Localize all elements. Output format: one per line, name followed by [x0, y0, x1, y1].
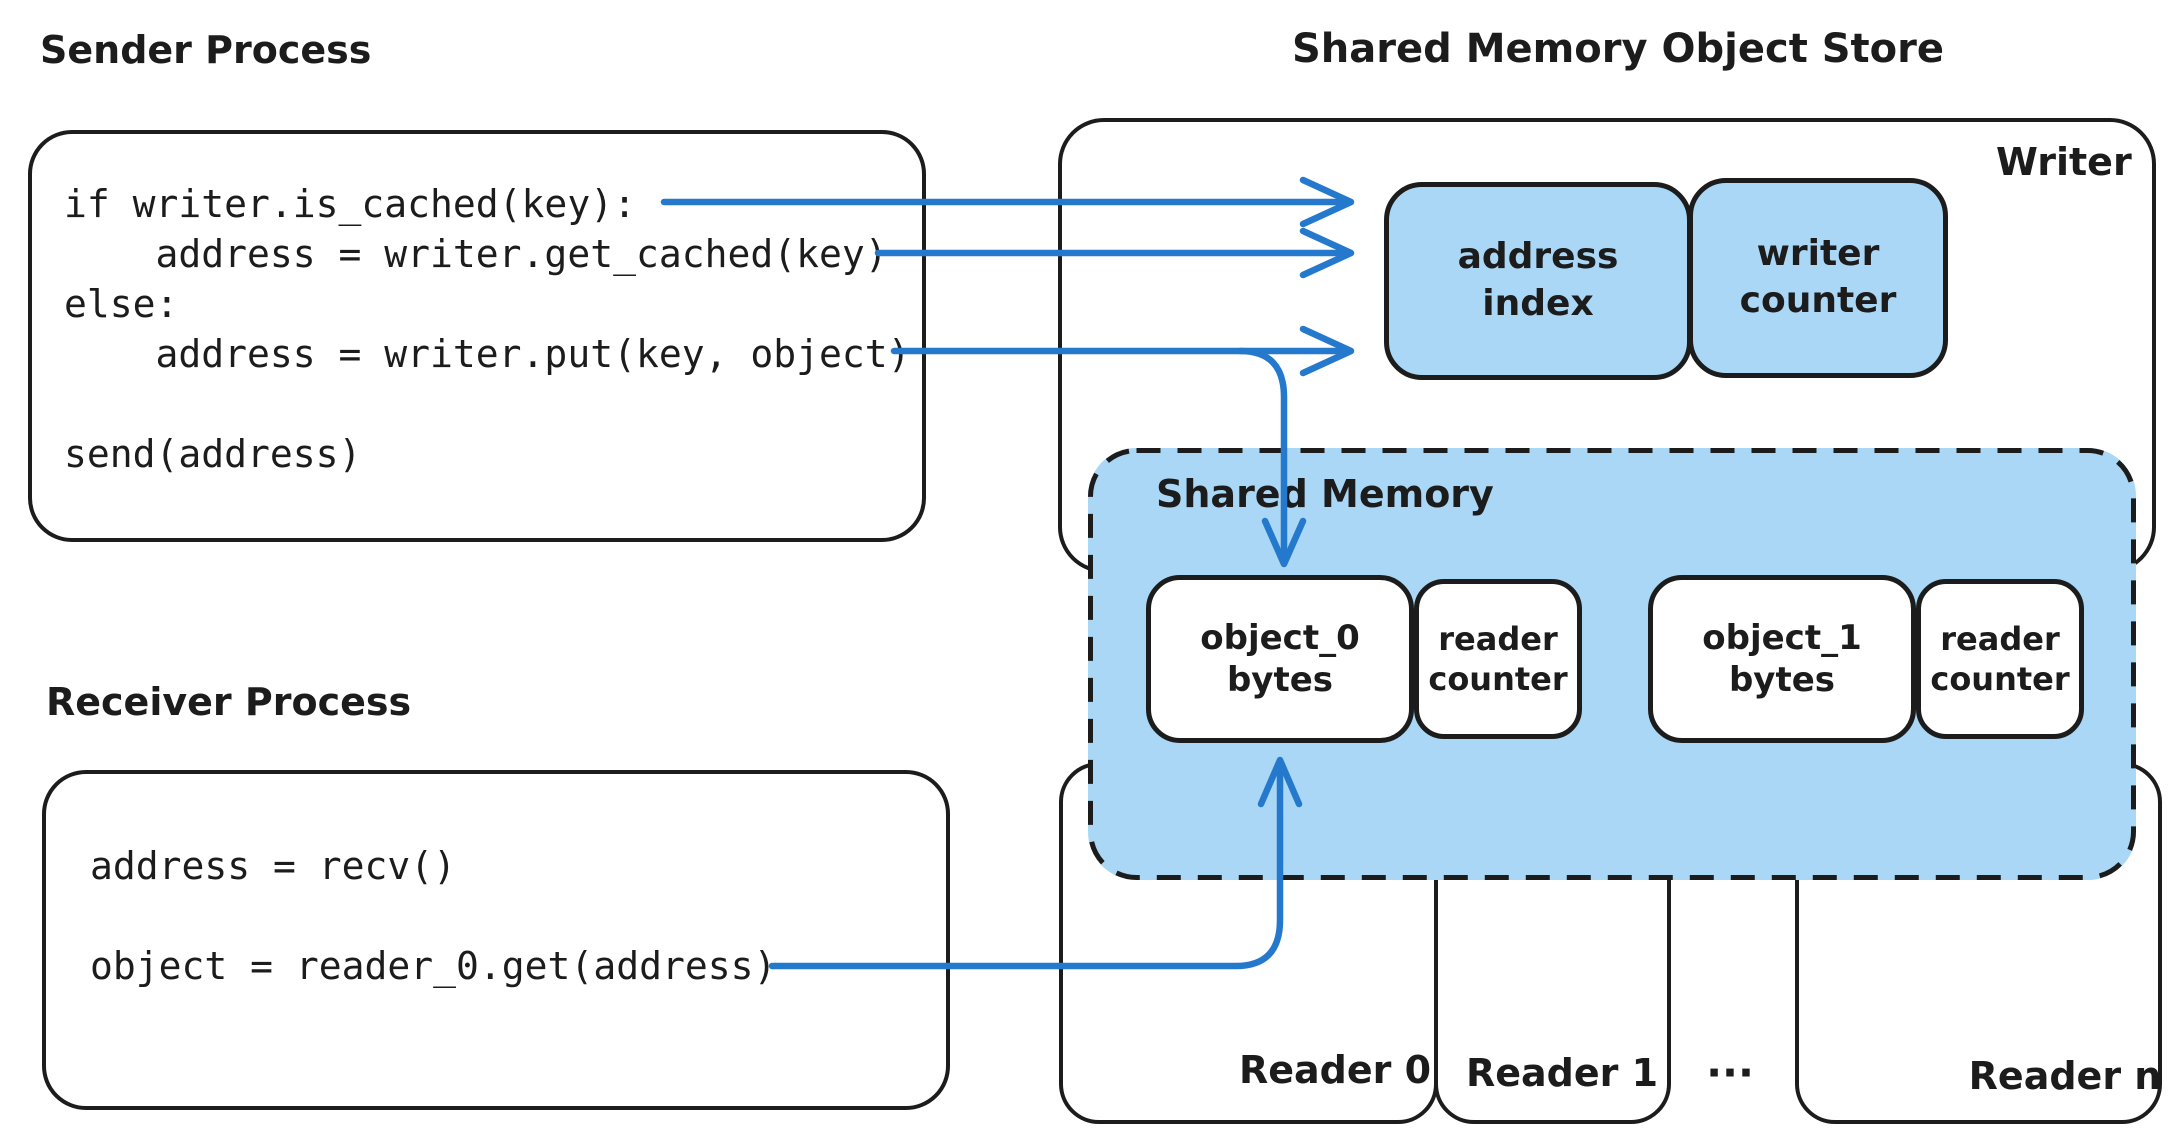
object-0-label: object_0 bytes — [1200, 617, 1360, 701]
address-index-box: address index — [1384, 182, 1692, 380]
object-0-box: object_0 bytes — [1146, 575, 1414, 743]
sender-process-label: Sender Process — [40, 28, 372, 72]
sender-code-box — [28, 130, 926, 542]
store-title: Shared Memory Object Store — [1292, 26, 1945, 72]
shared-memory-label: Shared Memory — [1156, 472, 1494, 516]
object-1-label: object_1 bytes — [1702, 617, 1862, 701]
receiver-code: address = recv() object = reader_0.get(a… — [90, 844, 777, 988]
reader-counter-0-label: reader counter — [1428, 620, 1568, 698]
writer-label: Writer — [1996, 140, 2132, 184]
receiver-process-label: Receiver Process — [46, 680, 412, 724]
reader-0-label: Reader 0 — [1238, 1048, 1432, 1092]
readers-ellipsis: ... — [1706, 1037, 1754, 1087]
reader-n-label: Reader n — [1968, 1054, 2162, 1098]
reader-counter-1-label: reader counter — [1930, 620, 2070, 698]
reader-counter-0-box: reader counter — [1414, 579, 1582, 739]
writer-counter-box: writer counter — [1688, 178, 1948, 378]
reader-1-label: Reader 1 — [1465, 1051, 1659, 1095]
object-1-box: object_1 bytes — [1648, 575, 1916, 743]
sender-code: if writer.is_cached(key): address = writ… — [64, 182, 911, 476]
address-index-label: address index — [1457, 236, 1619, 324]
reader-counter-1-box: reader counter — [1916, 579, 2084, 739]
writer-counter-label: writer counter — [1739, 233, 1897, 321]
